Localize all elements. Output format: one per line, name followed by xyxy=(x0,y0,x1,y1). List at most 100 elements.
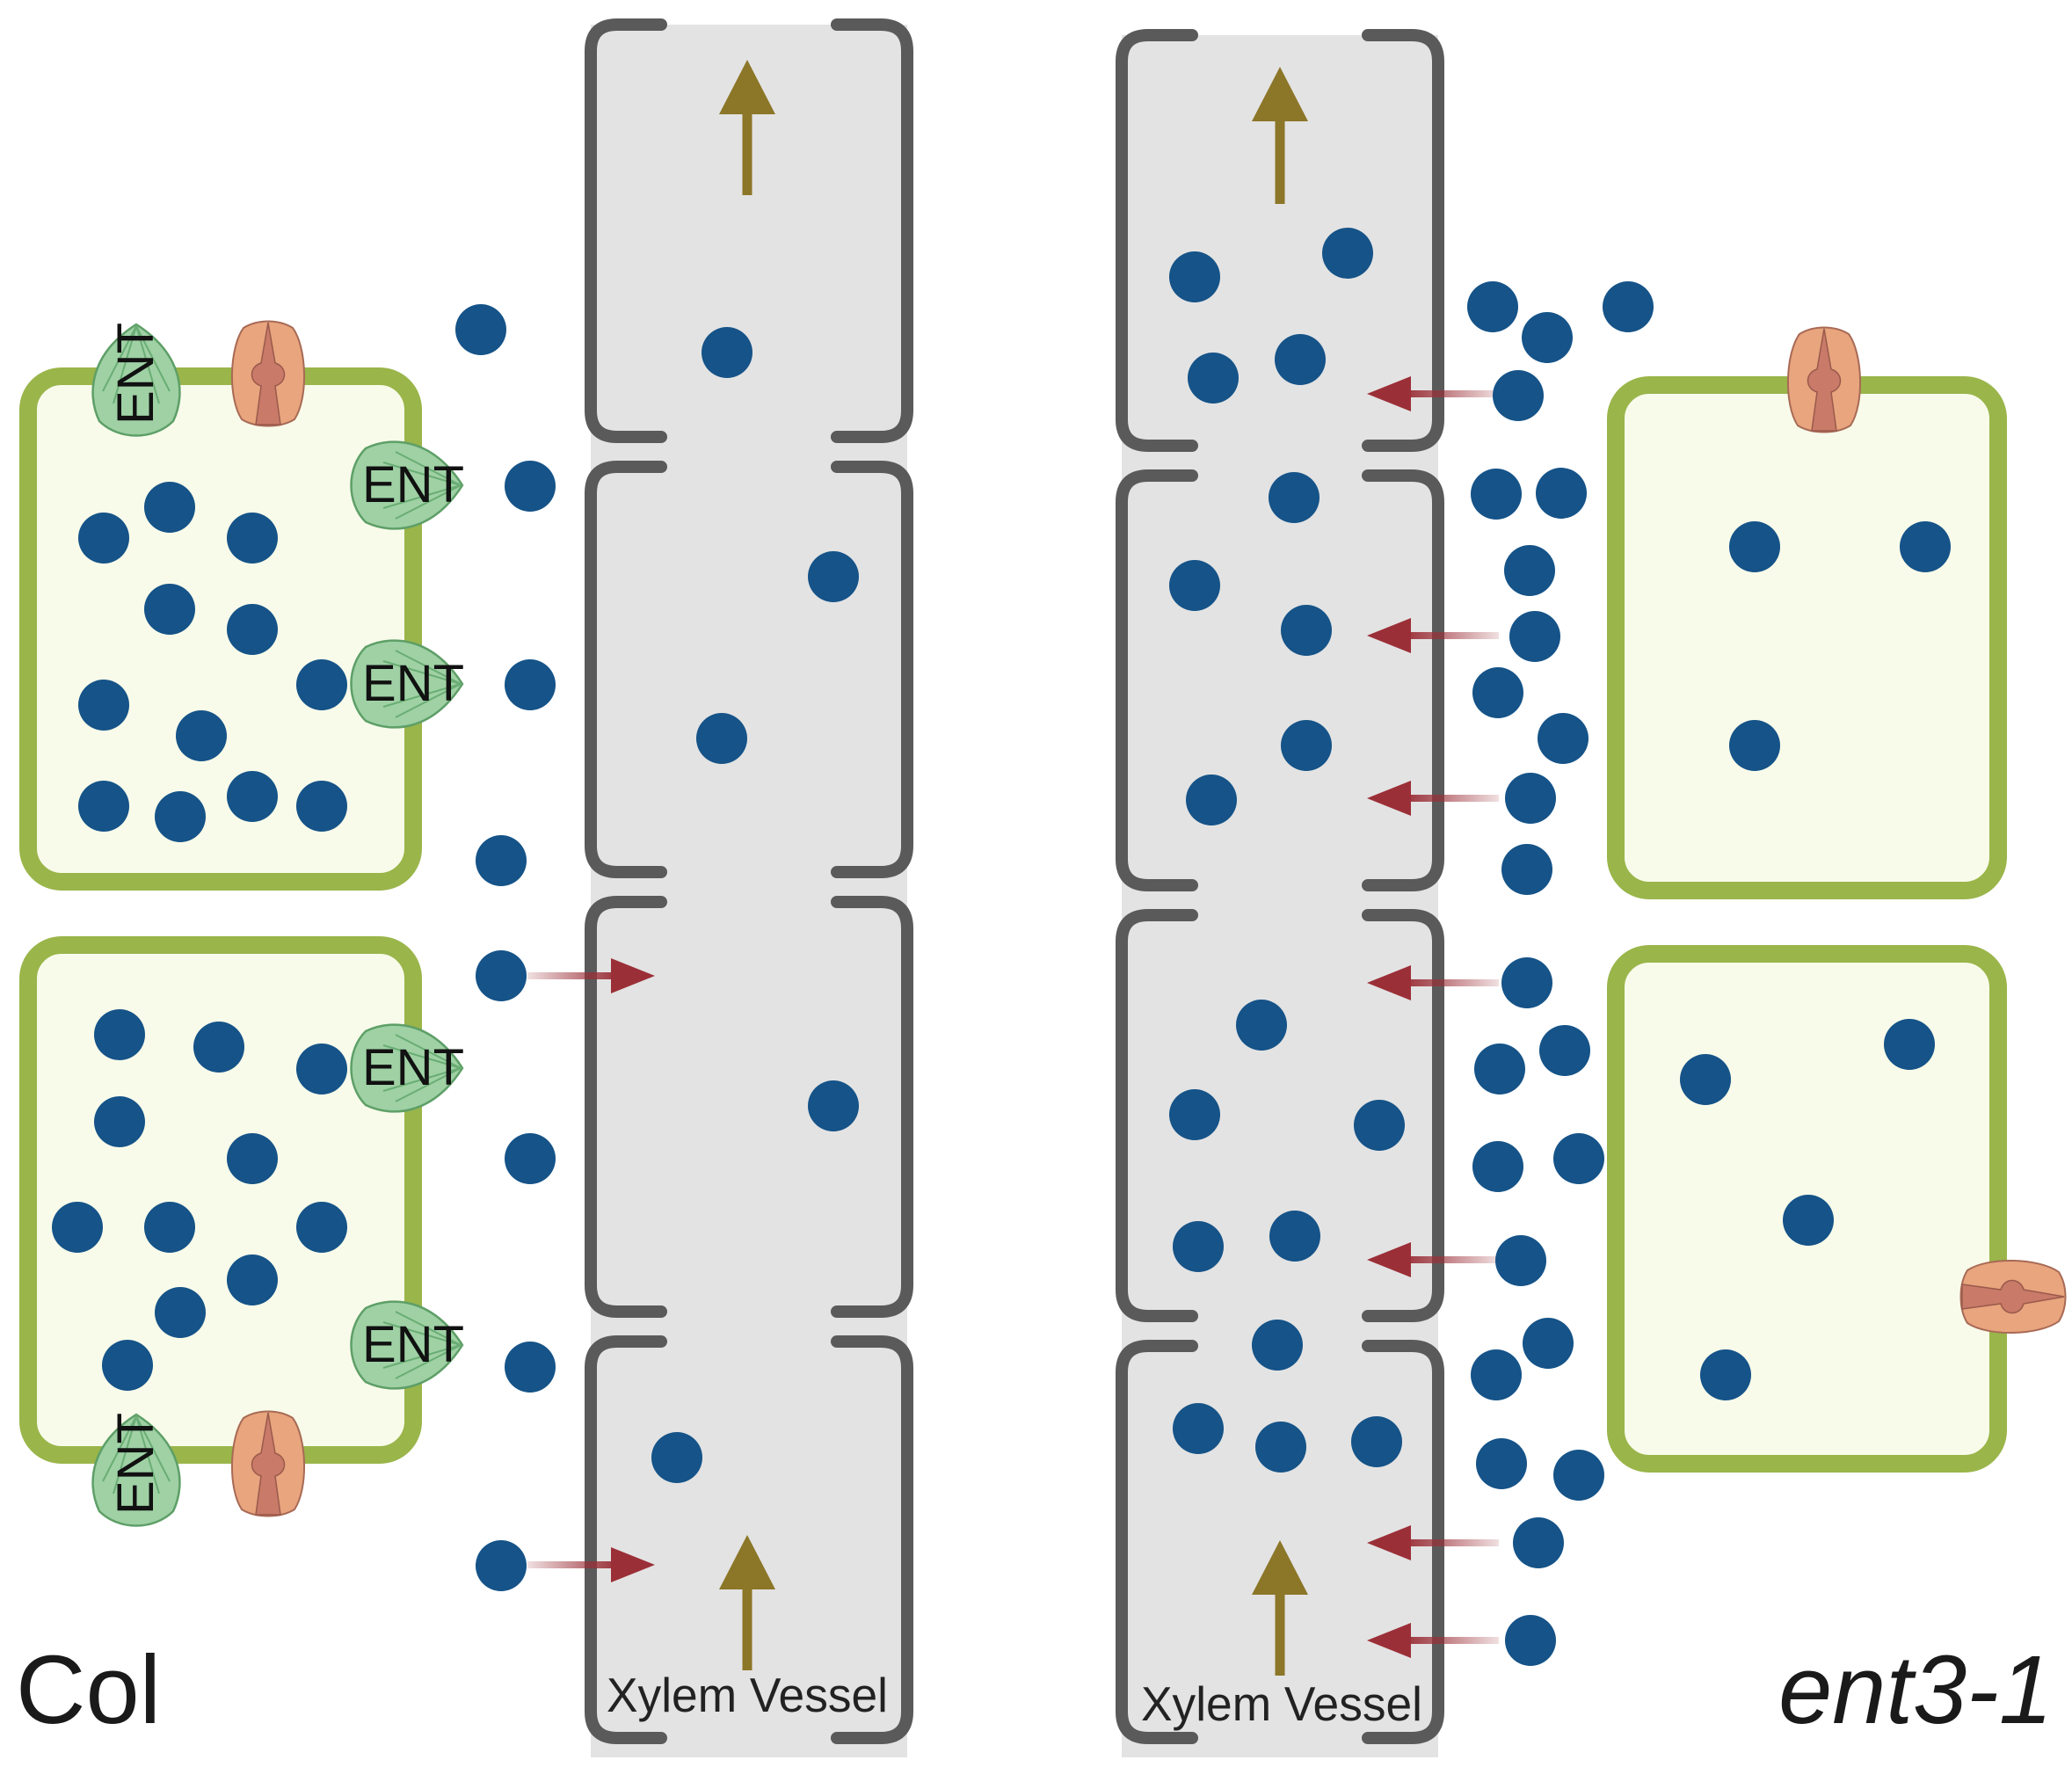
molecule-dot xyxy=(1252,1320,1303,1371)
molecule-dot xyxy=(78,781,129,832)
molecule-dot xyxy=(1471,1349,1522,1400)
molecule-dot xyxy=(1505,773,1556,824)
xylem-vessel-label-right: Xylem Vessel xyxy=(1141,1676,1422,1731)
xylem-vessel-1 xyxy=(585,18,913,1757)
xylem-vessel-lumen xyxy=(1122,35,1438,1757)
ent-transporter-label: ENT xyxy=(107,1413,164,1515)
molecule-dot xyxy=(1188,353,1239,404)
molecule-dot xyxy=(296,781,347,832)
molecule-dot xyxy=(1783,1195,1834,1246)
flow-arrow-icon xyxy=(1252,1540,1308,1676)
molecule-dot xyxy=(1536,468,1587,519)
molecule-dot xyxy=(176,710,227,761)
ent-transporter-icon: ENT xyxy=(91,1413,181,1527)
molecule-dot xyxy=(1255,1422,1306,1473)
transport-arrow-icon xyxy=(1367,781,1499,816)
molecule-dot xyxy=(144,482,195,533)
ent-transporter-icon: ENT xyxy=(91,323,181,437)
molecules-layer xyxy=(52,228,1951,1666)
molecule-dot xyxy=(1269,472,1320,523)
molecule-dot xyxy=(1522,312,1573,363)
xylem-vessel-lumen xyxy=(591,25,907,1757)
molecule-dot xyxy=(1495,1235,1546,1286)
channel-protein-icon xyxy=(230,320,306,427)
channel-protein-icon xyxy=(230,1410,306,1517)
molecule-dot xyxy=(1505,1615,1556,1666)
xylem-wall-segment xyxy=(585,18,913,443)
molecule-dot xyxy=(1700,1349,1751,1400)
transport-arrow-icon xyxy=(1367,965,1499,1000)
molecule-dot xyxy=(193,1022,244,1073)
molecule-dot xyxy=(1509,611,1560,662)
molecule-dot xyxy=(1539,1025,1590,1076)
molecule-dot xyxy=(505,461,556,512)
molecule-dot xyxy=(78,513,129,564)
molecule-dot xyxy=(1493,370,1544,421)
molecule-dot xyxy=(155,1287,206,1338)
molecule-dot xyxy=(651,1432,702,1483)
flow-arrow-icon xyxy=(1252,67,1308,204)
molecule-dot xyxy=(476,950,527,1001)
molecule-dot xyxy=(1471,469,1522,520)
molecule-dot xyxy=(94,1096,145,1147)
molecule-dot xyxy=(1474,1044,1525,1094)
molecule-dot xyxy=(455,304,506,355)
molecule-dot xyxy=(808,1080,859,1131)
molecule-dot xyxy=(227,771,278,822)
molecule-dot xyxy=(1354,1100,1405,1151)
flow-arrow-icon xyxy=(719,1535,775,1670)
molecule-dot xyxy=(52,1202,103,1253)
ent-transporter-label: ENT xyxy=(362,655,464,712)
molecule-dot xyxy=(1275,334,1326,385)
molecule-dot xyxy=(1603,281,1654,332)
molecule-dot xyxy=(1513,1517,1564,1568)
arrows-layer xyxy=(527,60,1499,1676)
molecule-dot xyxy=(1501,844,1552,895)
molecule-dot xyxy=(1169,1089,1220,1140)
transport-arrow-icon xyxy=(1367,618,1499,653)
xylem-wall-segment xyxy=(585,896,913,1318)
xylem-wall-segment xyxy=(585,1335,913,1744)
molecule-dot xyxy=(1467,281,1518,332)
molecule-dot xyxy=(1680,1054,1731,1105)
molecule-dot xyxy=(1523,1318,1574,1369)
molecule-dot xyxy=(1173,1403,1224,1454)
molecule-dot xyxy=(1476,1438,1527,1489)
molecule-dot xyxy=(1281,605,1332,656)
molecule-dot xyxy=(808,551,859,602)
xylem-wall-segment xyxy=(1116,469,1444,891)
ent-transporter-icon: ENT xyxy=(350,639,464,729)
molecule-dot xyxy=(476,1540,527,1591)
ent-transporter-icon: ENT xyxy=(350,440,464,530)
molecule-dot xyxy=(505,1133,556,1184)
molecule-dot xyxy=(1173,1221,1224,1272)
vessels-layer xyxy=(585,18,1444,1757)
molecule-dot xyxy=(155,791,206,842)
plant-cell-2 xyxy=(19,936,422,1464)
molecule-dot xyxy=(1900,521,1951,572)
molecule-dot xyxy=(1884,1019,1935,1070)
molecule-dot xyxy=(1186,775,1237,825)
xylem-vessel-2 xyxy=(1116,29,1444,1757)
plant-cell-1 xyxy=(19,367,422,891)
genotype-label-ent3-1: ent3-1 xyxy=(1778,1636,2053,1744)
proteins-layer: ENT ENT ENT ENT ENT ENT xyxy=(91,320,2067,1527)
molecule-dot xyxy=(1504,545,1555,596)
molecule-dot xyxy=(1351,1416,1402,1467)
molecule-dot xyxy=(296,659,347,710)
ent-transporter-icon: ENT xyxy=(350,1023,464,1113)
molecule-dot xyxy=(1538,713,1589,764)
molecule-dot xyxy=(78,680,129,731)
ent-transporter-icon: ENT xyxy=(350,1300,464,1390)
molecule-dot xyxy=(1729,720,1780,771)
molecule-dot xyxy=(702,327,752,378)
molecule-dot xyxy=(296,1202,347,1253)
channel-protein-icon xyxy=(1959,1259,2067,1334)
molecule-dot xyxy=(144,1202,195,1253)
xylem-wall-segment xyxy=(1116,909,1444,1322)
molecule-dot xyxy=(296,1044,347,1094)
molecule-dot xyxy=(1169,251,1220,302)
molecule-dot xyxy=(1281,720,1332,771)
transport-arrow-icon xyxy=(527,958,655,993)
